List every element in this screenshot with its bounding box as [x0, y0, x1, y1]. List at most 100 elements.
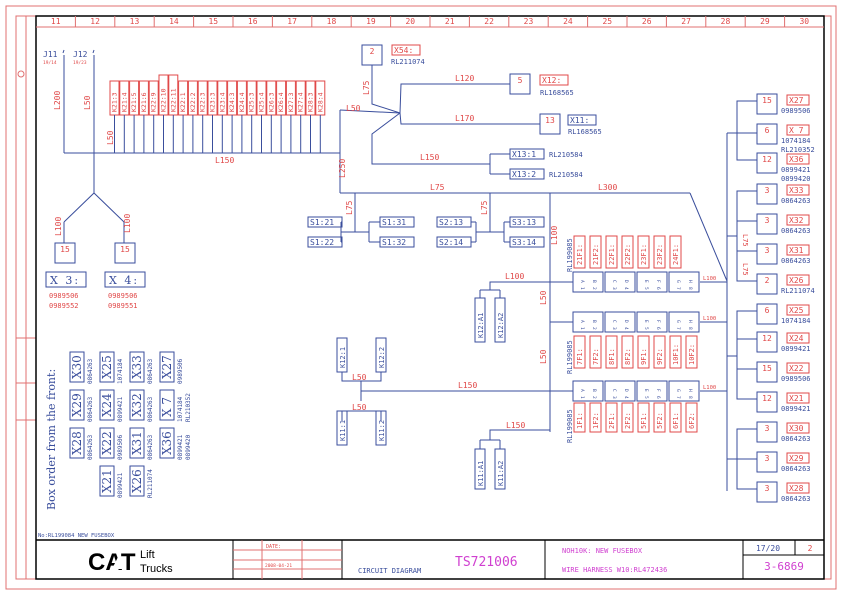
wire-length-label: L75 — [345, 200, 354, 215]
fuse-label: 7F2: — [592, 348, 600, 365]
wire-length-label: L150 — [215, 156, 234, 165]
fuse-pin-number: 1 — [579, 396, 585, 399]
connector-name-box — [786, 392, 810, 404]
fuse-pin-letter: C — [611, 389, 617, 392]
column-number: 13 — [130, 17, 140, 26]
column-number: 26 — [642, 17, 652, 26]
box-order-name: X33 — [130, 355, 144, 379]
box-order-name: X26 — [130, 469, 144, 493]
fuse-pin-number: 5 — [643, 396, 649, 399]
relay-terminal-box — [474, 297, 486, 343]
connector-name-box — [786, 422, 810, 434]
fuse-socket-group — [572, 271, 604, 293]
fuse-label: 7F1: — [576, 348, 584, 365]
box-order-connector — [69, 389, 85, 421]
part-number: 0864263 — [781, 197, 811, 205]
fuse-label-box — [637, 402, 650, 433]
wire-fork — [63, 192, 125, 223]
sheet-number: 17/20 — [756, 544, 780, 553]
connector-name: X11: — [570, 116, 589, 125]
wire-length-label: L100 — [550, 226, 559, 245]
fuse-label: 6F2: — [688, 412, 696, 429]
column-number: 16 — [248, 17, 258, 26]
wire-length-label: L75 — [430, 183, 445, 192]
box-order-connector — [159, 351, 175, 383]
relay-terminal: K12:A2 — [497, 313, 505, 338]
connector-name-box — [509, 168, 545, 180]
switch-terminal: S1:22 — [310, 238, 334, 247]
fuse-label-box — [605, 235, 618, 269]
wire-length-label: L50 — [352, 403, 367, 412]
part-number: 0864263 — [781, 495, 811, 503]
connector-name: X 4: — [109, 274, 139, 287]
switch-terminal: S1:21 — [310, 218, 334, 227]
part-number: 0989551 — [108, 302, 138, 310]
fuse-label: 8F1: — [608, 348, 616, 365]
fuse-pin-letter: A — [579, 389, 585, 392]
switch-terminal-box — [307, 216, 343, 228]
connector-name-box — [786, 214, 810, 226]
relay-label: K26:3 — [267, 92, 275, 112]
punch-hole-icon — [17, 70, 25, 78]
switch-terminal: S3:14 — [512, 238, 536, 247]
fuse-pin-number: 8 — [687, 287, 693, 290]
box-order-connector — [129, 351, 145, 383]
box-order-connector — [99, 389, 115, 421]
relay-label: K27:3 — [287, 92, 295, 112]
wire-length-label: L150 — [420, 153, 439, 162]
part-number: RL168565 — [568, 128, 602, 136]
column-number: 20 — [405, 17, 415, 26]
connector-pin-box — [756, 273, 778, 295]
wire-length-label: L75 — [741, 234, 749, 247]
pin-count: 15 — [120, 245, 130, 254]
wire — [341, 410, 382, 421]
relay-terminal-box — [494, 448, 506, 490]
connector-name-box — [786, 362, 810, 374]
connector-name-box — [45, 271, 87, 288]
brand-logo: CAT — [88, 549, 136, 576]
connector-pin-box — [756, 183, 778, 205]
wire-length-label: L250 — [338, 159, 347, 178]
connector-pin-box — [54, 242, 76, 264]
fuse-label-box — [573, 235, 586, 269]
connector-name: X54: — [394, 46, 413, 55]
connector-name-box — [104, 271, 146, 288]
switch-terminal-box — [509, 236, 545, 248]
connector-name: X32 — [789, 216, 804, 225]
pin-count: 3 — [765, 186, 770, 195]
box-order-connector — [129, 389, 145, 421]
fuse-pin-number: 3 — [611, 327, 617, 330]
fuse-pin-letter: A — [579, 320, 585, 323]
box-order-part: 0864263 — [87, 396, 94, 422]
connector-name: X22 — [789, 364, 804, 373]
wire — [371, 65, 401, 114]
fuse-label-box — [653, 402, 666, 433]
relay-terminal: K12:2 — [378, 347, 386, 368]
column-number: 27 — [681, 17, 691, 26]
connector-name: X33 — [789, 186, 804, 195]
fuse-label: 1F1: — [576, 412, 584, 429]
wire-length-label: L300 — [598, 183, 617, 192]
fuse-label: 2F2: — [624, 412, 632, 429]
part-number: 0989506 — [108, 292, 138, 300]
connector-name: X31 — [789, 246, 804, 255]
pin-count: 15 — [60, 245, 70, 254]
relay-terminal: K11:A1 — [477, 461, 485, 486]
column-number: 21 — [445, 17, 455, 26]
fuse-socket-group — [572, 380, 604, 402]
box-order-connector — [159, 427, 175, 459]
fuse-socket-group — [636, 271, 668, 293]
relay-label: K24:4 — [238, 92, 246, 112]
fuse-label-box — [685, 402, 698, 433]
connector-name: X25 — [789, 306, 804, 315]
part-number: 0864263 — [781, 435, 811, 443]
doc-number: TS721006 — [455, 555, 518, 570]
relay-label: K22:2 — [189, 92, 197, 112]
relay-terminal-box — [474, 448, 486, 490]
relay-terminal-box — [336, 410, 348, 446]
fuse-pin-letter: C — [611, 280, 617, 283]
connector-name: X12: — [542, 76, 561, 85]
fuse-pin-number: 6 — [655, 327, 661, 330]
wire-length-label: L150 — [458, 381, 477, 390]
